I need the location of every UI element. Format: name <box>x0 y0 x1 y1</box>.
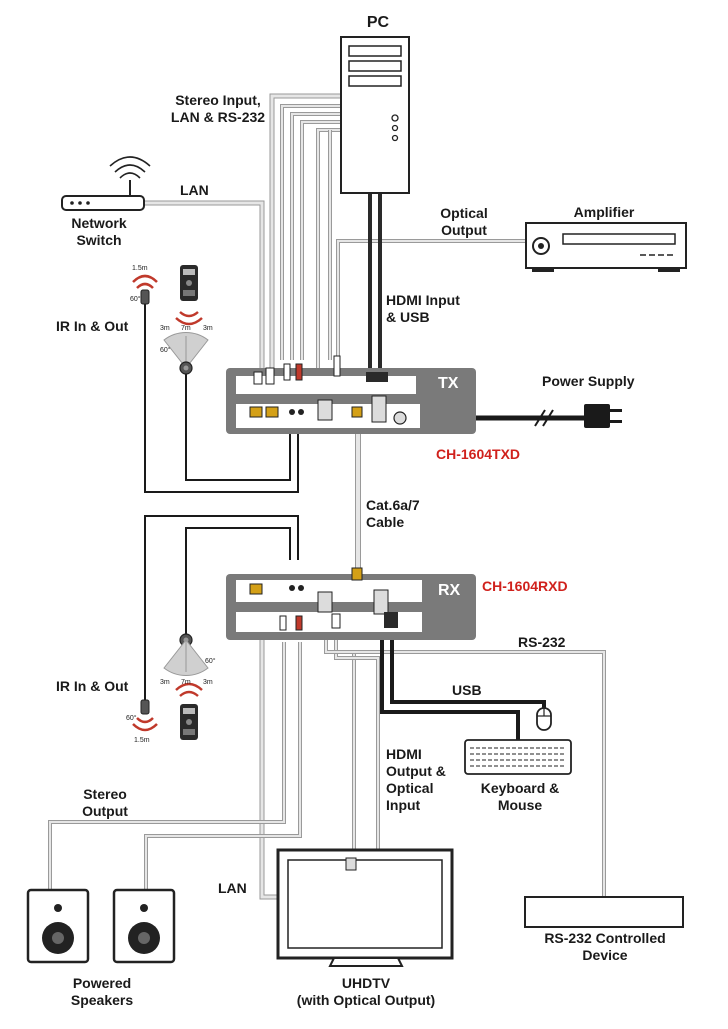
keyboard <box>464 739 572 775</box>
ir-top-range-2: 7m <box>181 325 191 332</box>
label-network-switch: Network Switch <box>71 215 127 248</box>
cable-ir-top-1 <box>144 300 299 493</box>
label-optical-output: Optical Output <box>440 205 488 238</box>
ir-bottom: 60° 3m 7m 3m 60° 1.5m <box>126 633 216 744</box>
ir-bottom-range-1: 3m <box>160 679 170 686</box>
rs232-device <box>524 896 684 928</box>
label-powered-speakers: Powered Speakers <box>70 975 134 1008</box>
rx-tag: RX <box>438 582 461 599</box>
network-switch <box>61 156 151 211</box>
ir-bottom-range-3: 3m <box>203 679 213 686</box>
cable-usb-keyboard <box>380 640 520 740</box>
label-stereo-output: Stereo Output <box>82 786 128 819</box>
cable-rx-optical <box>334 632 380 850</box>
cables <box>48 93 606 900</box>
cable-rx-lan <box>259 615 278 900</box>
cable-ir-bottom-2 <box>185 527 291 640</box>
cable-switch-lan <box>140 200 265 380</box>
ir-top-angle-2: 60° <box>160 346 171 354</box>
speaker-left <box>26 888 90 964</box>
tx-tag: TX <box>438 375 459 392</box>
ir-top-range-3: 3m <box>203 325 213 332</box>
label-uhdtv: UHDTV (with Optical Output) <box>296 975 436 1008</box>
label-ir-in-out-bottom: IR In & Out <box>56 678 129 694</box>
cable-ir-top-2 <box>185 372 291 481</box>
power-plug <box>534 404 622 428</box>
ir-bottom-angle-2: 60° <box>205 657 216 665</box>
label-tx-model: CH-1604TXD <box>436 446 521 462</box>
cable-usb-mouse <box>390 640 546 710</box>
label-rx-model: CH-1604RXD <box>482 578 568 594</box>
label-lan-top: LAN <box>180 182 209 198</box>
uhdtv <box>276 848 454 967</box>
label-rs232: RS-232 <box>518 634 566 650</box>
label-stereo-lan-rs232: Stereo Input, LAN & RS-232 <box>170 92 266 125</box>
ir-top-dist: 1.5m <box>132 265 148 272</box>
label-usb: USB <box>452 682 482 698</box>
label-ir-in-out-top: IR In & Out <box>56 318 129 334</box>
ir-top-range-1: 3m <box>160 325 170 332</box>
label-power-supply: Power Supply <box>542 373 635 389</box>
label-lan-bottom: LAN <box>218 880 247 896</box>
ir-top: 1.5m 60° 3m 7m 3m 60° <box>130 265 213 375</box>
label-hdmi-output-optical: HDMI Output & Optical Input <box>386 746 446 813</box>
label-hdmi-input-usb: HDMI Input & USB <box>386 292 460 325</box>
label-amplifier: Amplifier <box>573 204 635 220</box>
cable-ir-bottom-1 <box>144 515 299 700</box>
label-cat-cable: Cat.6a/7 Cable <box>366 497 420 530</box>
label-keyboard-mouse: Keyboard & Mouse <box>480 780 560 813</box>
ir-bottom-dist: 1.5m <box>134 737 150 744</box>
pc-tower <box>340 36 410 194</box>
amplifier <box>525 222 687 272</box>
ir-bottom-angle: 60° <box>126 714 137 722</box>
speaker-right <box>112 888 176 964</box>
ir-top-angle: 60° <box>130 295 141 303</box>
tx-unit <box>226 355 476 434</box>
mouse <box>536 707 552 731</box>
rx-unit <box>226 567 476 640</box>
ir-bottom-range-2: 7m <box>181 679 191 686</box>
label-pc: PC <box>366 14 390 31</box>
label-rs232-device: RS-232 Controlled Device <box>544 930 666 963</box>
